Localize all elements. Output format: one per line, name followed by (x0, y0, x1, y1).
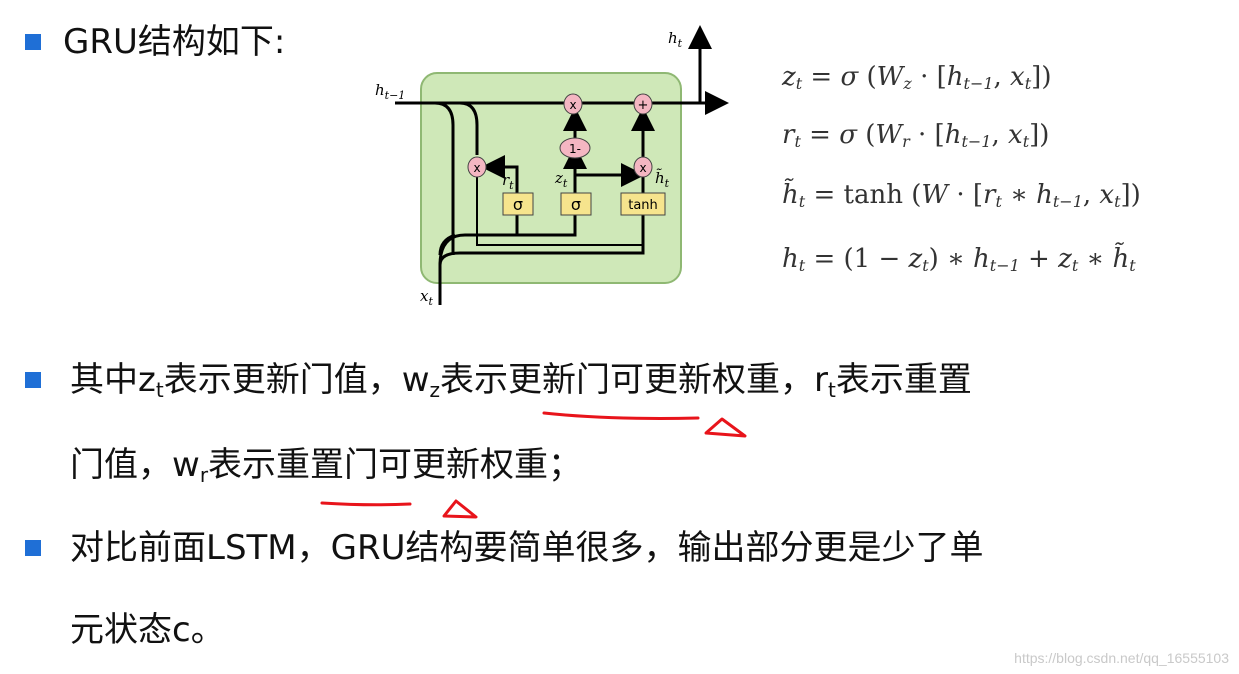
annotation-triangle-2 (442, 499, 478, 519)
svg-text:tanh: tanh (628, 198, 658, 213)
bullet-2-line-1: 对比前面LSTM，GRU结构要简单很多，输出部分更是少了单 (70, 528, 984, 568)
annotation-underline-1 (542, 411, 700, 420)
bullet-1-line-2: 门值，wr表示重置门可更新权重； (70, 445, 583, 487)
svg-text:x: x (473, 161, 480, 175)
label-htilde: h̃t (655, 169, 670, 190)
bullet-1-marker (25, 372, 41, 388)
svg-text:x: x (639, 161, 646, 175)
equation-reset-gate: rt = σ (Wr · [ht−1, xt]) (782, 120, 1050, 151)
label-h-out: ht (668, 29, 683, 50)
label-z: zt (554, 169, 568, 190)
title-bullet (25, 34, 41, 50)
svg-text:+: + (638, 98, 649, 113)
cell-background (420, 72, 682, 284)
bullet-2-marker (25, 540, 41, 556)
label-h-prev: ht−1 (375, 81, 405, 102)
equation-update-gate: zt = σ (Wz · [ht−1, xt]) (782, 62, 1052, 93)
gru-diagram: σ σ tanh x x + 1- x ht−1 ht xt rt zt h̃t (375, 25, 729, 308)
bullet-1-line-1: 其中zt表示更新门值，wz表示更新门可更新权重，rt表示重置 (70, 360, 972, 402)
equation-hidden-state: ht = (1 − zt) ∗ ht−1 + zt ∗ h̃t (782, 244, 1136, 275)
label-r: rt (502, 171, 514, 192)
update-gate-sigma-box (560, 192, 592, 216)
reset-multiply-op (467, 156, 487, 178)
reset-gate-sigma-box (502, 192, 534, 216)
svg-text:x: x (569, 98, 576, 112)
svg-text:σ: σ (513, 195, 523, 214)
one-minus-op (559, 137, 591, 159)
label-x-in: xt (420, 287, 433, 308)
bullet-2-line-2: 元状态c。 (70, 610, 225, 650)
candidate-multiply-op (633, 156, 653, 178)
top-multiply-op (563, 93, 583, 115)
tanh-box (620, 192, 666, 216)
svg-text:σ: σ (571, 195, 581, 214)
page-title: GRU结构如下: (63, 22, 286, 62)
watermark: https://blog.csdn.net/qq_16555103 (1014, 650, 1229, 666)
annotation-triangle-1 (704, 417, 747, 438)
plus-op (633, 93, 653, 115)
equation-candidate: h̃t = tanh (W · [rt ∗ ht−1, xt]) (782, 180, 1141, 211)
annotation-underline-2 (320, 501, 412, 507)
svg-text:1-: 1- (569, 142, 581, 156)
